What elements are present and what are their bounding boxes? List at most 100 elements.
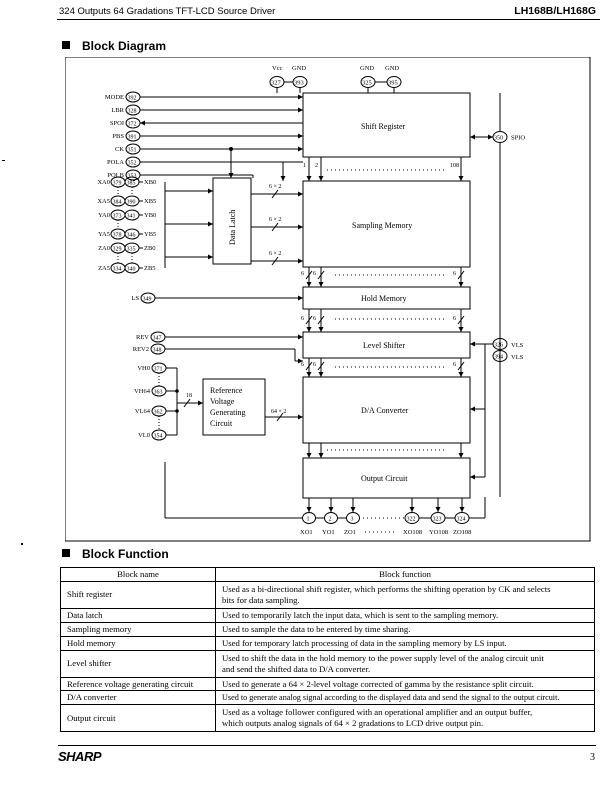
ref-label: Reference xyxy=(210,386,243,395)
block-name: Shift register xyxy=(60,580,216,609)
svg-text:VH0: VH0 xyxy=(137,365,150,372)
svg-text:349: 349 xyxy=(143,297,152,303)
diagram-frame xyxy=(65,57,591,542)
ref-label: Generating xyxy=(210,408,246,417)
svg-text:CK: CK xyxy=(115,146,124,153)
svg-text:372: 372 xyxy=(128,122,137,128)
block-name: Output circuit xyxy=(60,704,216,733)
sampling-memory-label: Sampling Memory xyxy=(352,221,412,230)
svg-text:ZB5: ZB5 xyxy=(144,265,156,272)
block-diagram: Vcc GND GND GND 327 393 325 395 Shift Re… xyxy=(65,57,591,542)
data-latch-label: Data Latch xyxy=(228,210,237,245)
svg-text:324: 324 xyxy=(457,517,466,523)
svg-text:326: 326 xyxy=(494,343,503,349)
column-header: Block function xyxy=(215,567,595,582)
shift-to-sampling: 1 2 108 xyxy=(303,157,464,181)
svg-text:6 × 2: 6 × 2 xyxy=(269,217,281,223)
svg-text:6: 6 xyxy=(313,316,316,322)
table-row: Reference voltage generating circuit Use… xyxy=(60,676,595,692)
pin-label: GND xyxy=(385,65,399,72)
margin-mark xyxy=(21,543,23,545)
block-function: Used to temporarily latch the input data… xyxy=(215,607,595,623)
block-name: Reference voltage generating circuit xyxy=(60,676,216,692)
block-function: Used to sample the data to be entered by… xyxy=(215,621,595,637)
svg-text:XA0: XA0 xyxy=(97,179,110,186)
svg-text:390: 390 xyxy=(127,200,136,206)
control-inputs: MODE LBR SPOI PBS CK POLA POLB 392 328 3… xyxy=(105,91,303,181)
block-name: Hold memory xyxy=(60,635,216,651)
rev-pins: REV REV2 347 348 xyxy=(133,331,303,364)
pin-number: 327 xyxy=(271,80,282,87)
ref-label: Voltage xyxy=(210,397,235,406)
svg-text:6: 6 xyxy=(313,271,316,277)
pin-label: GND xyxy=(292,65,306,72)
svg-text:POLB: POLB xyxy=(107,172,124,179)
svg-text:6: 6 xyxy=(453,316,456,322)
svg-text:6: 6 xyxy=(313,362,316,368)
block-name: Level shifter xyxy=(60,649,216,678)
svg-text:1: 1 xyxy=(303,163,306,169)
svg-text:354: 354 xyxy=(154,434,163,440)
svg-text:6: 6 xyxy=(453,271,456,277)
svg-text:347: 347 xyxy=(153,336,162,342)
output-pins: 1 2 3 322 323 324 XO1 YO1 ZO1 XO108 YO10… xyxy=(164,462,486,536)
svg-text:6: 6 xyxy=(301,362,304,368)
svg-text:334: 334 xyxy=(113,267,122,273)
svg-text:108: 108 xyxy=(450,163,459,169)
svg-text:352: 352 xyxy=(128,161,137,167)
data-inputs: XA0 XA5 YA0 YA5 ZA0 ZA5 379 385 384 390 … xyxy=(97,176,213,274)
svg-text:322: 322 xyxy=(407,517,416,523)
bullet-square-icon xyxy=(62,41,70,49)
block-name: Sampling memory xyxy=(60,621,216,637)
top-pins: Vcc GND GND GND 327 393 325 395 xyxy=(269,65,402,93)
block-name: D/A converter xyxy=(60,690,216,706)
page-number: 3 xyxy=(590,752,595,763)
svg-text:VL64: VL64 xyxy=(135,408,151,415)
svg-text:XB5: XB5 xyxy=(144,198,156,205)
svg-text:64 × 2: 64 × 2 xyxy=(271,409,286,415)
header-part-number: LH168B/LH168G xyxy=(514,5,596,17)
pin-label: Vcc xyxy=(272,65,283,72)
svg-text:SPIO: SPIO xyxy=(511,135,525,142)
svg-text:ZO108: ZO108 xyxy=(453,529,471,536)
sampling-to-hold: 6 6 6 xyxy=(301,267,465,287)
svg-text:323: 323 xyxy=(433,517,442,523)
svg-text:385: 385 xyxy=(127,181,136,187)
svg-text:351: 351 xyxy=(128,148,137,154)
svg-text:340: 340 xyxy=(127,267,136,273)
header-rule xyxy=(57,19,600,20)
svg-text:363: 363 xyxy=(154,390,163,396)
block-diagram-heading: Block Diagram xyxy=(62,39,166,53)
svg-text:6: 6 xyxy=(301,316,304,322)
svg-text:2: 2 xyxy=(315,163,318,169)
svg-text:6 × 2: 6 × 2 xyxy=(269,184,281,190)
block-function: Used to generate analog signal according… xyxy=(215,690,595,706)
pin-number: 395 xyxy=(388,80,398,87)
hold-memory-label: Hold Memory xyxy=(361,294,407,303)
svg-text:3: 3 xyxy=(351,517,354,523)
svg-text:362: 362 xyxy=(154,410,163,416)
svg-text:YA0: YA0 xyxy=(98,212,110,219)
block-function: Used for temporary latch processing of d… xyxy=(215,635,595,651)
bullet-square-icon xyxy=(62,549,70,557)
table-row: Level shifter Used to shift the data in … xyxy=(60,649,595,678)
svg-text:PBS: PBS xyxy=(112,133,124,140)
svg-text:ZB0: ZB0 xyxy=(144,245,156,252)
sampling-memory-block xyxy=(302,180,471,268)
block-function: Used to shift the data in the hold memor… xyxy=(215,649,595,678)
svg-text:YB5: YB5 xyxy=(144,231,156,238)
svg-text:394: 394 xyxy=(494,355,503,361)
svg-text:YO1: YO1 xyxy=(322,529,335,536)
svg-text:346: 346 xyxy=(127,233,136,239)
svg-text:XO1: XO1 xyxy=(300,529,313,536)
margin-mark xyxy=(2,160,5,161)
svg-text:MODE: MODE xyxy=(105,94,124,101)
block-function: Used to generate a 64 × 2-level voltage … xyxy=(215,676,595,692)
svg-text:VH64: VH64 xyxy=(134,388,151,395)
svg-text:2: 2 xyxy=(329,517,332,523)
shift-register-block xyxy=(302,92,471,158)
hold-to-level: 6 6 6 xyxy=(301,309,465,332)
block-function: Used as a bi-directional shift register,… xyxy=(215,580,595,609)
svg-text:POLA: POLA xyxy=(107,159,124,166)
table-row: Sampling memory Used to sample the data … xyxy=(60,621,595,637)
